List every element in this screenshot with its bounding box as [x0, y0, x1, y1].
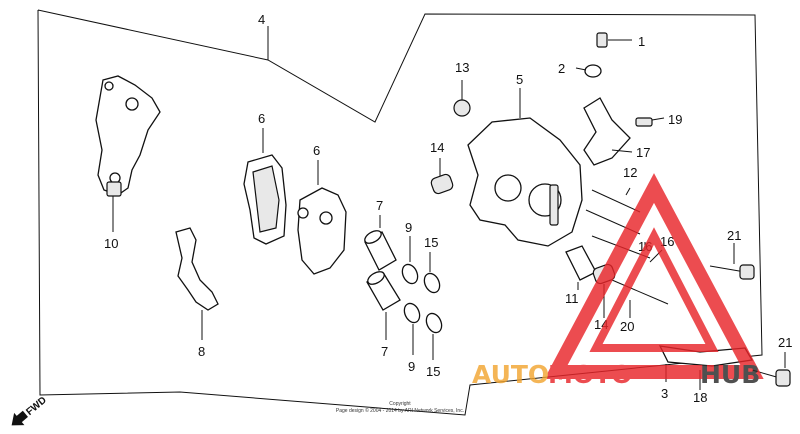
bleed-valve	[596, 32, 632, 48]
callout-18: 18	[693, 390, 707, 405]
fwd-label: FWD	[24, 395, 49, 418]
callout-20: 20	[620, 319, 634, 334]
fwd-indicator: FWD	[11, 395, 49, 426]
caliper-bracket-small	[583, 97, 633, 166]
automotohub-watermark: AUTO MOTO HUB	[472, 173, 764, 389]
callout-15b: 15	[426, 364, 440, 379]
watermark-text-hub: HUB	[700, 360, 760, 389]
caliper-body	[467, 88, 583, 247]
callout-2: 2	[558, 61, 565, 76]
piston-lower	[366, 271, 401, 340]
watermark-triangle-icon	[544, 173, 764, 379]
callout-11: 11	[565, 291, 579, 306]
fwd-arrow-icon	[11, 410, 28, 426]
copyright-line-2: Page design © 2004 - 2014 by ARI Network…	[336, 407, 464, 414]
callout-14a: 14	[430, 140, 444, 155]
callout-9a: 9	[405, 220, 412, 235]
pin-sleeve	[565, 245, 597, 290]
mount-bolt-upper	[709, 243, 755, 280]
callout-7b: 7	[381, 344, 388, 359]
watermark-text-auto: AUTO	[472, 360, 549, 389]
callout-6b: 6	[313, 143, 320, 158]
callout-3: 3	[661, 386, 668, 401]
watermark-text-moto: MOTO	[548, 360, 632, 389]
leader-19	[651, 117, 665, 121]
callout-12: 12	[623, 165, 637, 180]
callout-4: 4	[258, 12, 265, 27]
callout-9b: 9	[408, 359, 415, 374]
leader-17	[611, 149, 633, 153]
callout-17: 17	[636, 145, 650, 160]
callout-15a: 15	[424, 235, 438, 250]
callout-7a: 7	[376, 198, 383, 213]
callout-16b: 16	[660, 234, 674, 249]
bushing-upper	[430, 158, 454, 195]
caliper-pin-bolt	[611, 279, 669, 318]
brake-pad-outer	[243, 128, 287, 245]
callout-8: 8	[198, 344, 205, 359]
mount-bolt-small	[635, 117, 665, 127]
leader-12	[625, 187, 631, 196]
bleed-cap	[575, 64, 602, 78]
callout-21b: 21	[778, 335, 792, 350]
callout-6a: 6	[258, 111, 265, 126]
callout-21a: 21	[727, 228, 741, 243]
callout-19: 19	[668, 112, 682, 127]
leader-2	[575, 67, 587, 71]
dust-boot	[453, 80, 471, 117]
pad-spring	[175, 227, 219, 340]
callout-10: 10	[104, 236, 118, 251]
piston-seals	[401, 236, 443, 360]
callout-1: 1	[638, 34, 645, 49]
piston-upper	[364, 215, 397, 271]
diagram-frame	[37, 9, 763, 416]
callout-13: 13	[455, 60, 469, 75]
copyright-line-1: Copyright	[389, 401, 411, 407]
brake-pad-inner	[297, 160, 347, 275]
caliper-bracket	[95, 75, 161, 232]
callout-5: 5	[516, 72, 523, 87]
